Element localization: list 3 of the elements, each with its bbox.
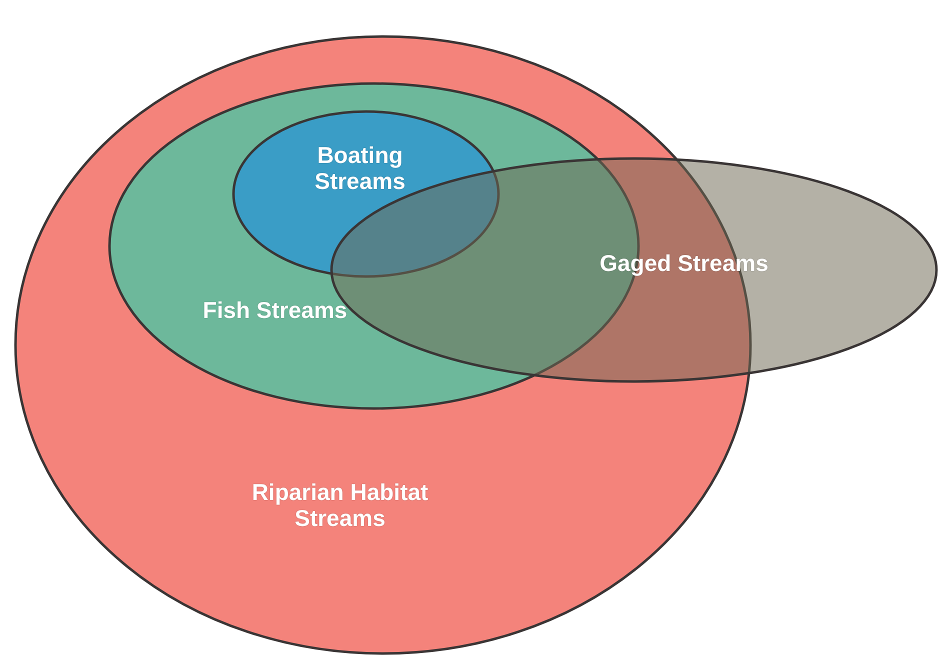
set-label: Boating Streams (314, 142, 406, 194)
set-label: Fish Streams (202, 297, 348, 323)
set-label: Riparian Habitat Streams (250, 479, 430, 531)
